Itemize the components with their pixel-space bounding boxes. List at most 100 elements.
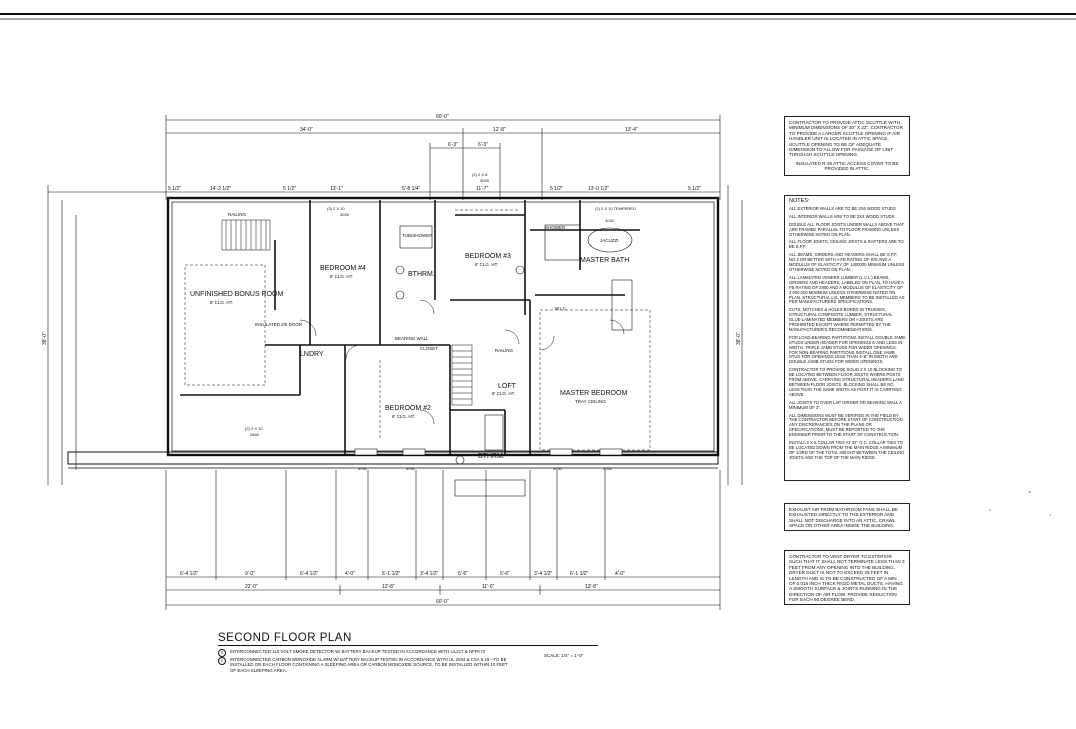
general-note: ALL INTERIOR WALLS ARE TO BE 2X4 WOOD ST… [789,213,895,219]
fixture-label-jacuzzi: JACUZZI [600,238,619,243]
legend-text: INTERCONNECTED CARBON MONOXIDE ALARM W/ … [230,657,508,673]
fixture-label-tub-shower: TUB/SHOWER [402,233,433,238]
fixtures [395,224,633,465]
speck-mark [1049,514,1051,516]
title-block: SECOND FLOOR PLAN S INTERCONNECTED 110 V… [218,632,598,673]
legend-co-alarm: C INTERCONNECTED CARBON MONOXIDE ALARM W… [218,657,508,673]
dryer-vent-note: CONTRACTOR TO VENT DRYER TO EXTERIOR SUC… [784,550,910,605]
room-label-bthrm-lower: BTHRM. [478,453,505,460]
dim-top-room: 5 1/2" [283,186,296,192]
dim-bottom-room: 3'-4 1/2" [534,571,553,577]
general-note: ALL FLOOR JOISTS, CEILING JOISTS & RAFTE… [789,239,904,250]
general-note: CONTRACTOR TO PROVIDE SOLID 2 X 10 BLOCK… [789,367,904,397]
room-ht-master-bedroom: TRAY CEILING [575,399,606,404]
dim-top-room: 5 1/2" [168,186,181,192]
label-bearing-wall: BEARING WALL [395,336,429,341]
toilet-fixture [515,265,525,275]
room-label-closet: CLOSET [420,346,438,351]
general-note: ALL BEAMS, GIRDERS AND HEADERS SHALL BE … [789,252,905,272]
general-notes: NOTES: ALL EXTERIOR WALLS ARE TO BE 2X6 … [784,195,910,481]
dashed-ceiling-outlines [184,209,651,451]
room-ht-bonus-room: 8' CLG. HT. [210,300,233,305]
general-notes-title: NOTES: [789,198,810,204]
window-callout: 3049 [340,212,350,217]
smoke-detector-icon: S [218,649,226,657]
drawing-scale: SCALE: 1/4" = 1'-0" [544,653,584,658]
window-callout: 3050 [406,466,416,471]
window-callout: 2840 [250,432,260,437]
legend-text: INTERCONNECTED 110 VOLT SMOKE DETECTOR W… [230,649,486,654]
toilet-fixture [455,455,465,465]
dim-bottom-split-2: 12'-8" [382,584,395,590]
general-note: CUTS, NOTCHES & HOLES BORED IN TRUSSES, … [789,307,893,332]
header-callout: (2) 2 X 10 TEMPERED [595,206,636,211]
vanity-fixture [611,279,633,331]
stairs-bonus [221,219,271,251]
exterior-walls [67,196,720,469]
dim-top-mid-1: 6'-3" [448,142,458,148]
label-railing: RAILING [228,212,247,217]
attic-scuttle-note: CONTRACTOR TO PROVIDE ATTIC SCUTTLE WITH… [784,116,910,176]
dim-bottom-room: 5'-6" [458,571,468,577]
window-callout: 3050 [553,466,563,471]
dim-top-split-2: 12'-8" [493,127,506,133]
exhaust-note-text: EXHAUST AIR FROM BATHROOM FANS SHALL BE … [789,507,898,529]
room-label-bedroom2: BEDROOM #2 [385,405,431,412]
room-label-bedroom3: BEDROOM #3 [465,253,511,260]
speck-mark [989,509,991,511]
general-note: ALL JOISTS TO OVER LAP GIRDER OR BEARING… [789,399,902,410]
dim-bottom-split-1: 22'-0" [245,584,258,590]
general-note: INSTALL 2 X 6 COLLAR TIES AT 32" O.C. CO… [789,440,905,460]
bottom-room-dimensions: 6'-4 1/2" 9'-0" 6'-4 1/2" 4'-0" 6'-1 1/2… [180,571,625,577]
dim-overall-width-top: 60'-0" [436,114,449,120]
top-room-dimensions: 5 1/2" 14'-2 1/2" 5 1/2" 13'-1" 5'-8 1/4… [168,186,701,192]
label-insulated-door: INSULATED 2/6 DOOR [255,322,303,327]
room-ht-bedroom2: 8' CLG. HT. [392,414,415,419]
attic-note-text: INSULATED R-30 ATTIC ACCESS COVER TO BE … [795,160,899,172]
toilet-fixture [395,265,405,275]
header-callout: (2) 2 X 10 [245,426,263,431]
attic-note-text: CONTRACTOR TO PROVIDE ATTIC SCUTTLE WITH… [789,120,903,158]
general-note: ALL EXTERIOR WALLS ARE TO BE 2X6 WOOD ST… [789,205,896,211]
sink-fixture [395,290,405,300]
dim-overall-depth-right: 38'-0" [736,332,742,345]
general-note: ALL DIMENSIONS MUST BE VERIFIED IN THE F… [789,412,904,438]
dim-top-split-3: 13'-4" [625,127,638,133]
top-dimension-lines [48,115,721,200]
fixture-label-shower: SHOWER [545,225,566,230]
dim-bottom-room: 6'-1 1/2" [382,571,401,577]
dim-top-room: 11'-7" [476,186,489,192]
dim-bottom-room: 6'-4 1/2" [180,571,199,577]
tub-shower-fixture [399,225,433,249]
room-label-bthrm-upper: BTHRM. [408,271,435,278]
dim-overall-depth-left: 38'-0" [42,332,48,345]
vanity-fixture [484,414,504,451]
stairs-main [451,344,473,406]
window-callout: 3049 [480,178,490,183]
dim-bottom-overall: 60'-0" [436,599,449,605]
bottom-window-openings [354,448,623,497]
room-label-lndry: LNDRY [300,351,324,358]
sheet-title: SECOND FLOOR PLAN [218,632,598,646]
room-ht-loft: 8' CLG. HT. [492,391,515,396]
dim-bottom-split-3: 11'-0" [482,584,495,590]
co-alarm-icon: C [218,657,226,665]
dim-top-room: 5'-8 1/4" [402,186,421,192]
dim-bottom-room: 4'-0" [615,571,625,577]
room-label-wic: W.I.C. [555,306,567,311]
header-callout: (2) 2 X 8 [472,172,488,177]
dim-bottom-room: 6'-1 1/2" [570,571,589,577]
window-callout: 4040 [605,218,615,223]
room-label-master-bath: MASTER BATH [580,257,629,264]
general-note: DOUBLE ALL FLOOR JOISTS UNDER WALLS ABOV… [789,221,905,237]
bottom-dimension-lines [165,470,721,610]
room-ht-bedroom4: 8' CLG. HT. [330,274,353,279]
dim-bottom-room: 9'-0" [245,571,255,577]
dim-bottom-room: 3'-4 1/2" [420,571,439,577]
speck-mark [1029,491,1031,493]
master-shower-fixture [544,224,581,261]
side-dimension-lines [47,185,743,485]
dim-bottom-split-4: 13'-8" [585,584,598,590]
label-railing: RAILING [495,348,514,353]
